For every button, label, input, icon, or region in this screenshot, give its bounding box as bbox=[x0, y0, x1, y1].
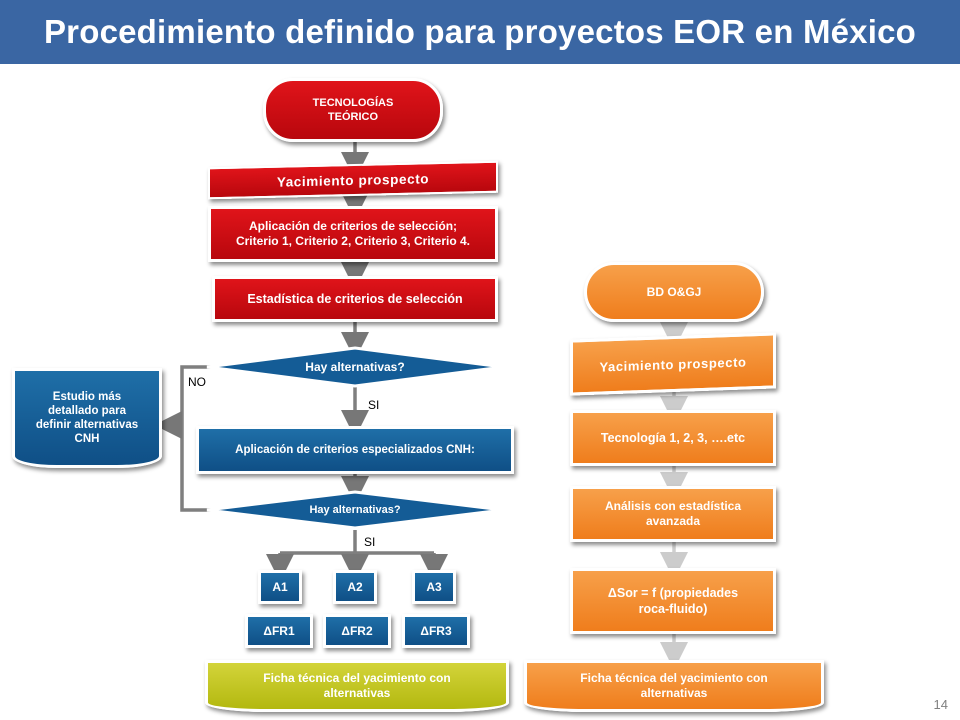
decision2-label: Hay alternativas? bbox=[309, 504, 401, 516]
study-label: Estudio más detallado para definir alter… bbox=[35, 391, 139, 445]
left-sheet-label: Ficha técnica del yacimiento con alterna… bbox=[263, 671, 451, 700]
analysis-node: Análisis con estadística avanzada bbox=[570, 486, 776, 542]
factor-fr2: ΔFR2 bbox=[323, 614, 391, 648]
banner-yacimiento-prospecto: Yacimiento prospecto bbox=[208, 160, 498, 200]
right-banner-label: Yacimiento prospecto bbox=[599, 353, 747, 375]
no-label: NO bbox=[188, 375, 206, 389]
factor-fr1-label: ΔFR1 bbox=[263, 624, 295, 638]
alternative-a2-label: A2 bbox=[347, 580, 363, 594]
factor-fr2-label: ΔFR2 bbox=[341, 624, 373, 638]
alternative-a1-label: A1 bbox=[272, 580, 288, 594]
start-node-bd-ogj: BD O&GJ bbox=[584, 262, 764, 322]
factor-fr3-label: ΔFR3 bbox=[420, 624, 452, 638]
left-sheet-node: Ficha técnica del yacimiento con alterna… bbox=[205, 660, 509, 712]
sor-node: ΔSor = f (propiedades roca-fluido) bbox=[570, 568, 776, 634]
alternative-a3: A3 bbox=[412, 570, 456, 604]
analysis-label: Análisis con estadística avanzada bbox=[604, 499, 742, 528]
right-start-label: BD O&GJ bbox=[646, 285, 702, 299]
title-bar: Procedimiento definido para proyectos EO… bbox=[0, 0, 960, 64]
connector-no-loop bbox=[180, 365, 212, 512]
page-title: Procedimiento definido para proyectos EO… bbox=[43, 13, 917, 50]
decision-hay-alternativas-2: Hay alternativas? bbox=[205, 490, 505, 530]
alternative-a1: A1 bbox=[258, 570, 302, 604]
decision1-label: Hay alternativas? bbox=[305, 360, 405, 374]
yes-label-1: SI bbox=[368, 398, 380, 412]
sor-label: ΔSor = f (propiedades roca-fluido) bbox=[607, 586, 739, 616]
factor-fr3: ΔFR3 bbox=[402, 614, 470, 648]
start-node-teoricas: TECNOLOGÍAS TEÓRICO bbox=[263, 78, 443, 142]
specialized-label: Aplicación de criterios especializados C… bbox=[235, 444, 475, 456]
study-node: Estudio más detallado para definir alter… bbox=[12, 368, 162, 468]
yes-label-2: SI bbox=[364, 535, 376, 549]
right-sheet-label: Ficha técnica del yacimiento con alterna… bbox=[580, 671, 768, 700]
page-number: 14 bbox=[933, 697, 948, 712]
decision2-shape bbox=[206, 490, 504, 530]
factor-fr1: ΔFR1 bbox=[245, 614, 313, 648]
right-sheet-node: Ficha técnica del yacimiento con alterna… bbox=[524, 660, 824, 712]
banner-label: Yacimiento prospecto bbox=[276, 170, 430, 190]
technology-node: Tecnología 1, 2, 3, ….etc bbox=[570, 410, 776, 466]
criteria-node: Aplicación de criterios de selección; Cr… bbox=[208, 206, 498, 262]
stats-label: Estadística de criterios de selección bbox=[247, 292, 463, 306]
stats-node: Estadística de criterios de selección bbox=[212, 276, 498, 322]
technology-label: Tecnología 1, 2, 3, ….etc bbox=[600, 431, 746, 445]
start-node-label: TECNOLOGÍAS TEÓRICO bbox=[312, 97, 394, 123]
decision1-shape bbox=[206, 346, 504, 388]
decision-hay-alternativas-1: Hay alternativas? bbox=[205, 346, 505, 388]
alternative-a2: A2 bbox=[333, 570, 377, 604]
alternative-a3-label: A3 bbox=[426, 580, 442, 594]
specialized-criteria-node: Aplicación de criterios especializados C… bbox=[196, 426, 514, 474]
criteria-label: Aplicación de criterios de selección; Cr… bbox=[235, 219, 471, 248]
right-banner-yacimiento-prospecto: Yacimiento prospecto bbox=[570, 332, 776, 396]
